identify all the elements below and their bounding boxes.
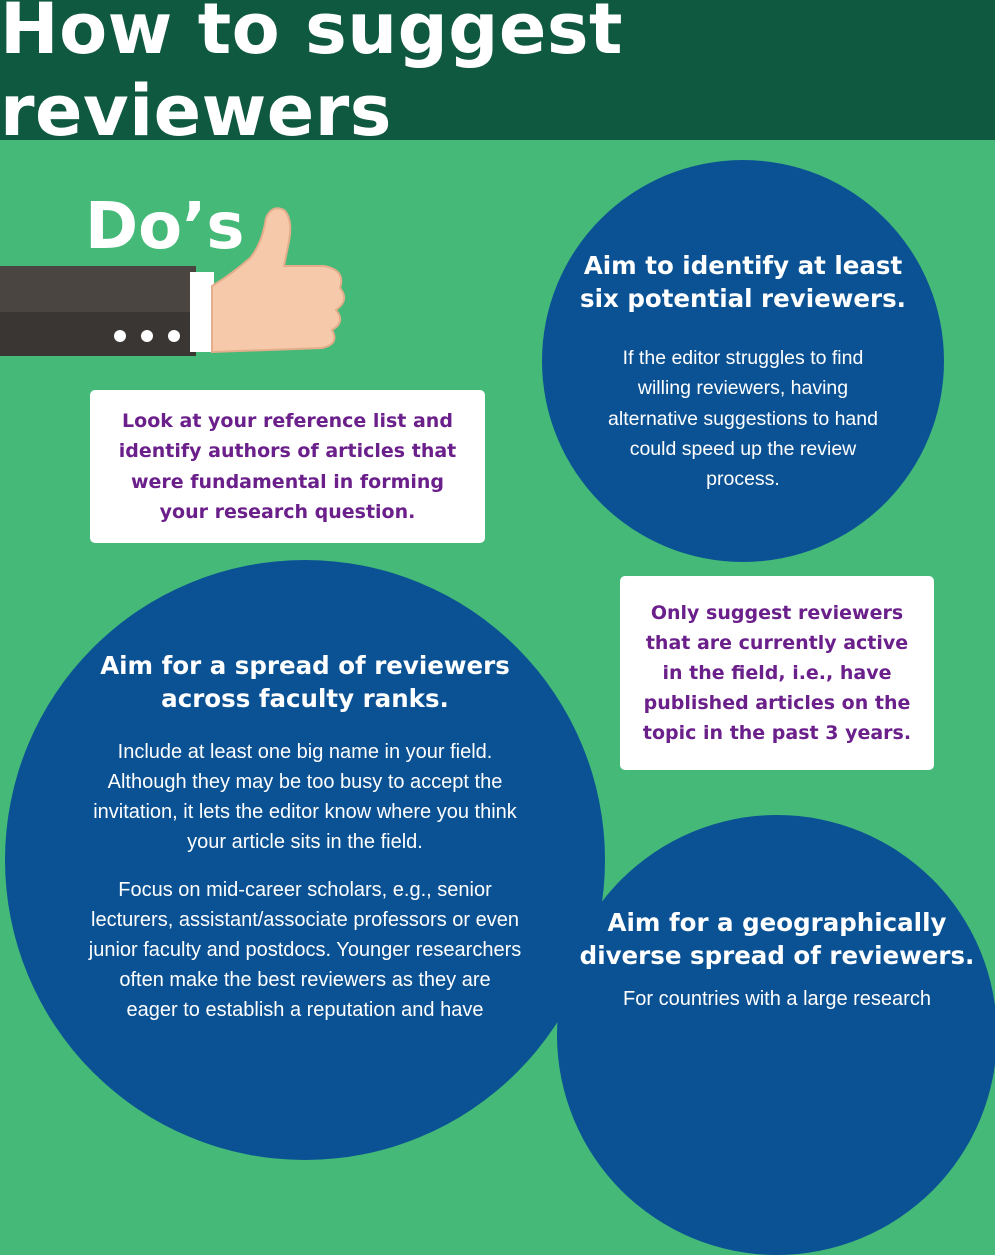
header-banner: How to suggest reviewers <box>0 0 995 152</box>
suit-sleeve-shade <box>0 266 196 312</box>
aim-six-heading: Aim to identify at least six potential r… <box>580 251 906 313</box>
aim-six-body: If the editor struggles to find willing … <box>608 347 878 491</box>
geographic-spread-circle: Aim for a geographically diverse spread … <box>557 815 995 1255</box>
geographic-spread-body: For countries with a large research <box>623 988 931 1011</box>
page-title: How to suggest reviewers <box>0 0 623 152</box>
dos-label: Do’s <box>85 190 245 264</box>
faculty-ranks-para-2: Focus on mid-career scholars, e.g., seni… <box>88 879 522 1022</box>
reference-list-box: Look at your reference list and identify… <box>90 390 485 543</box>
faculty-ranks-para-1: Include at least one big name in your fi… <box>93 741 517 854</box>
faculty-ranks-circle: Aim for a spread of reviewers across fac… <box>5 560 605 1160</box>
hand <box>211 207 346 354</box>
shirt-cuff <box>190 272 214 352</box>
geographic-spread-heading: Aim for a geographically diverse spread … <box>579 908 975 970</box>
cuff-button <box>141 330 153 342</box>
active-reviewers-box: Only suggest reviewers that are currentl… <box>620 576 934 770</box>
thumbs-up-icon <box>0 207 346 356</box>
aim-six-reviewers-circle: Aim to identify at least six potential r… <box>542 160 944 562</box>
cuff-button <box>168 330 180 342</box>
cuff-button <box>114 330 126 342</box>
faculty-ranks-heading: Aim for a spread of reviewers across fac… <box>100 651 510 713</box>
